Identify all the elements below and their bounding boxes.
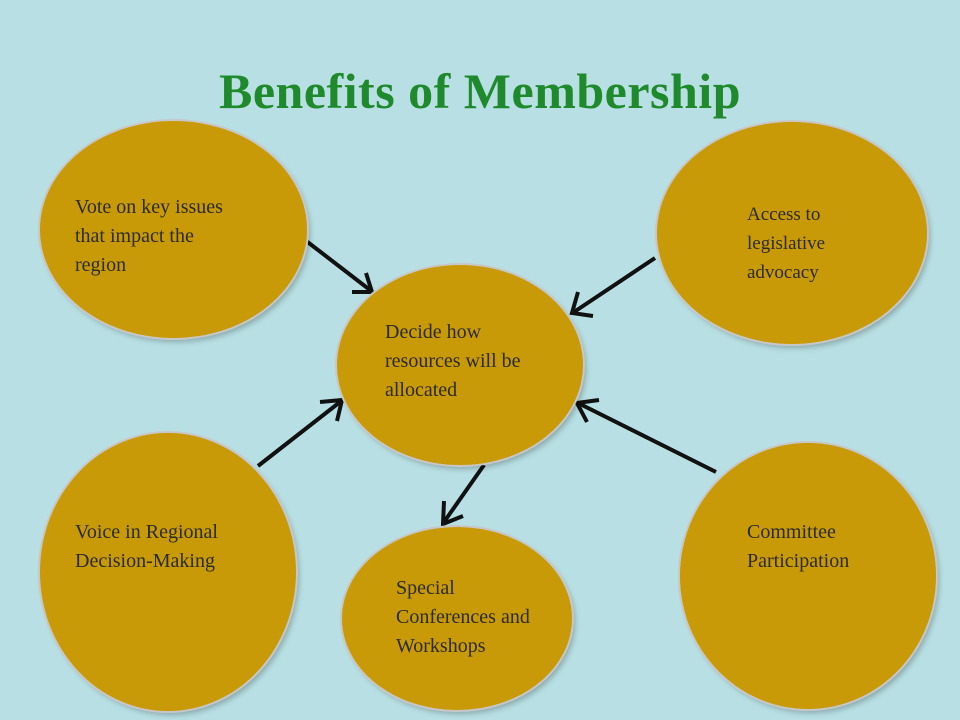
node-voice-line-1: Voice in Regional [75, 521, 218, 543]
arrow-committee-to-center [573, 398, 717, 474]
node-committee [680, 443, 936, 709]
node-conferences-label: Special Conferences and Workshops [396, 574, 530, 661]
node-voice-label: Voice in Regional Decision-Making [75, 518, 218, 576]
arrow-voice-to-center [256, 397, 345, 468]
arrow-vote-to-center [303, 238, 375, 294]
node-center [337, 265, 583, 465]
node-access-line-1: Access to [747, 204, 821, 225]
node-committee-line-2: Participation [747, 550, 850, 572]
arrow-access-to-center [569, 256, 657, 318]
node-vote-label: Vote on key issues that impact the regio… [75, 193, 223, 280]
node-vote [40, 121, 307, 338]
node-committee-label: Committee Participation [747, 518, 849, 576]
node-access-line-3: advocacy [747, 262, 819, 283]
node-voice-line-2: Decision-Making [75, 550, 215, 572]
node-conferences-line-1: Special [396, 577, 455, 599]
node-center-line-2: resources will be [385, 350, 521, 372]
node-center-label: Decide how resources will be allocated [385, 318, 521, 405]
node-vote-line-2: that impact the [75, 225, 194, 247]
node-committee-line-1: Committee [747, 521, 836, 543]
node-vote-line-3: region [75, 254, 127, 276]
node-conferences-line-3: Workshops [396, 635, 486, 657]
node-voice [40, 433, 296, 711]
node-conferences-line-2: Conferences and [396, 606, 530, 628]
node-center-line-3: allocated [385, 379, 458, 401]
arrow-center-to-conferences [440, 463, 486, 528]
node-access-line-2: legislative [747, 233, 826, 254]
page-title: Benefits of Membership [218, 63, 742, 119]
node-conferences [342, 527, 572, 710]
node-access-label: Access to legislative advocacy [747, 200, 825, 287]
node-access [657, 122, 927, 344]
node-center-line-1: Decide how [385, 321, 482, 343]
node-vote-line-1: Vote on key issues [75, 196, 223, 218]
